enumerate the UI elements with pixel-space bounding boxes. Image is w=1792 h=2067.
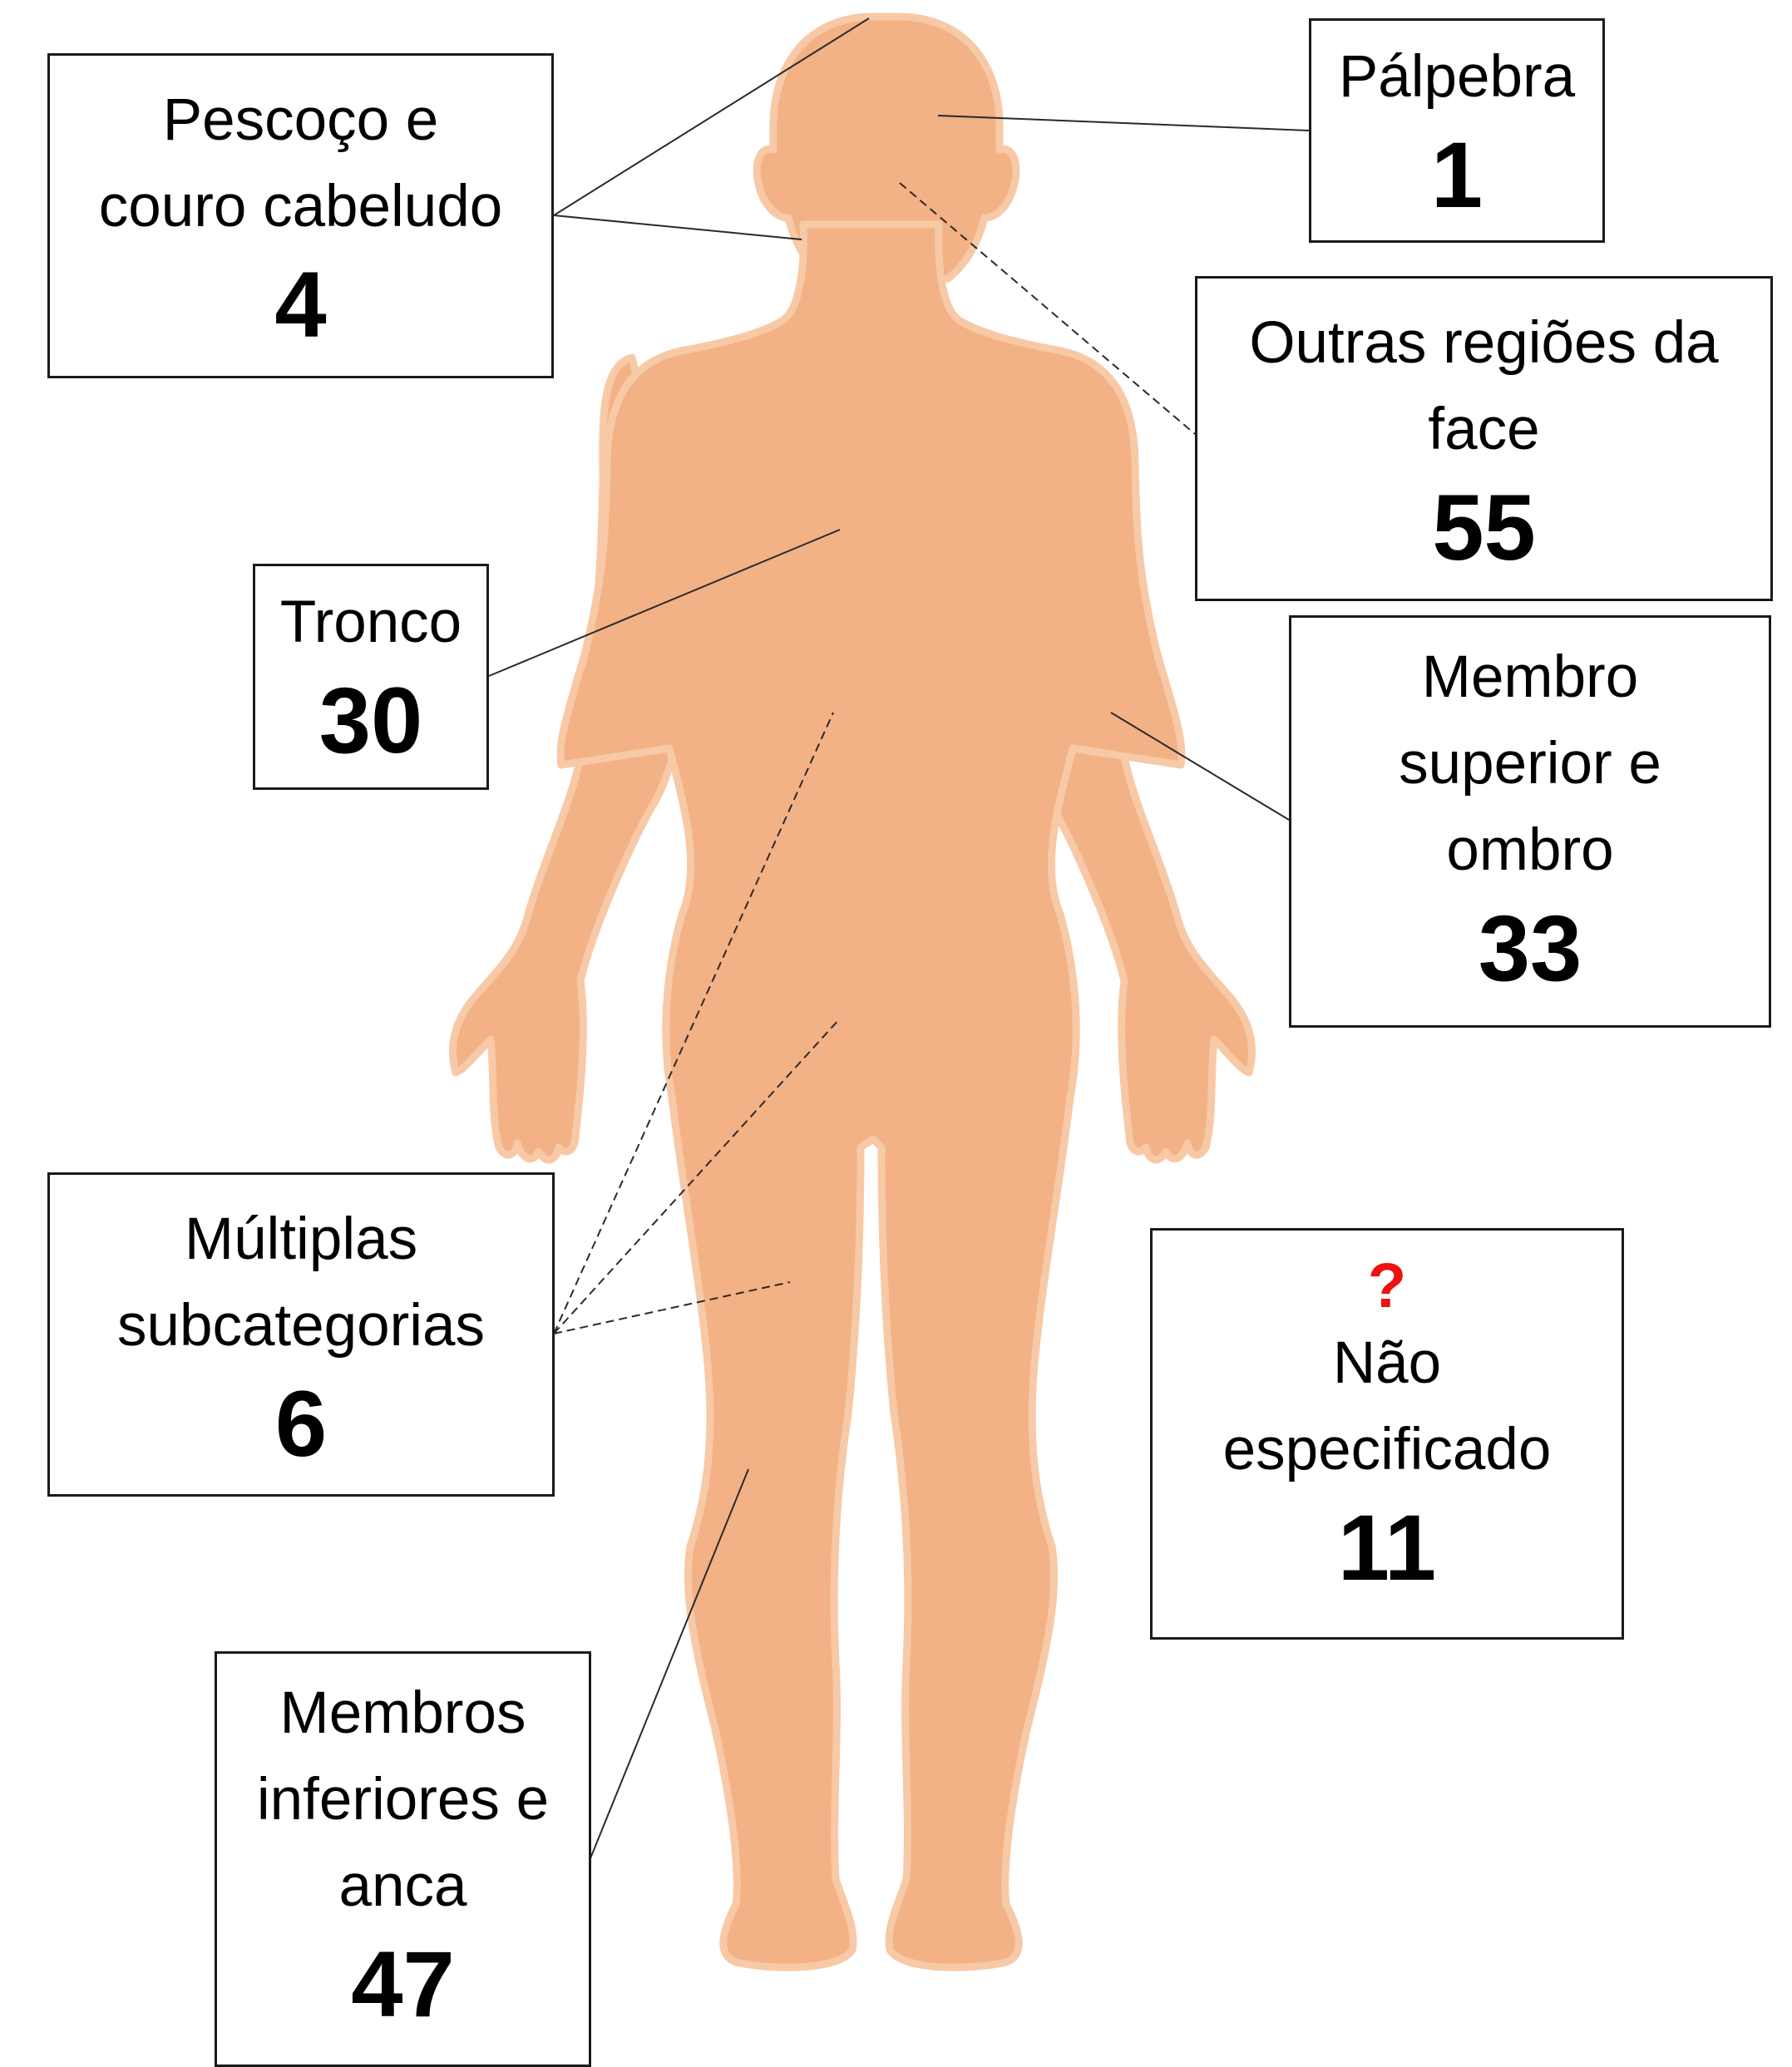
region-box-multiplas: Múltiplas subcategorias 6: [47, 1172, 555, 1497]
leader-lines: [488, 17, 1310, 1859]
region-box-nao-especificado: ? Não especificado 11: [1150, 1228, 1624, 1640]
region-label: Tronco: [279, 590, 462, 655]
region-box-pescoco: Pescoço e couro cabeludo 4: [47, 53, 554, 378]
region-label: Outras regiões da face: [1249, 310, 1719, 462]
region-box-tronco: Tronco 30: [253, 564, 489, 790]
leader-line-membro-superior: [1110, 712, 1290, 821]
region-box-palpebra: Pálpebra 1: [1309, 18, 1605, 243]
region-box-membros-inferiores: Membros inferiores e anca 47: [215, 1651, 591, 2067]
region-label: Pálpebra: [1338, 44, 1576, 110]
region-count: 55: [1432, 476, 1536, 580]
leader-line-multiplas-3: [553, 1281, 791, 1334]
leader-line-multiplas-2: [553, 1018, 841, 1334]
leader-line-multiplas-1: [553, 712, 834, 1334]
region-label: Membros inferiores e anca: [256, 1680, 550, 1919]
human-body-silhouette: [448, 12, 1256, 1971]
region-label: Pescoço e couro cabeludo: [98, 87, 503, 239]
leader-line-pescoco-neck: [553, 215, 802, 240]
region-count: 6: [274, 1372, 328, 1476]
leader-line-pescoco-head: [553, 17, 870, 216]
region-count: 1: [1430, 123, 1483, 227]
leader-line-palpebra: [937, 115, 1310, 131]
question-mark-icon: ?: [1367, 1251, 1407, 1321]
region-count: 11: [1337, 1496, 1437, 1600]
region-count: 4: [274, 253, 327, 357]
region-label: Múltiplas subcategorias: [116, 1206, 486, 1359]
region-box-membro-superior: Membro superior e ombro 33: [1289, 615, 1771, 1028]
region-label: Membro superior e ombro: [1399, 644, 1661, 883]
region-count: 47: [351, 1932, 455, 2036]
region-count: 30: [318, 668, 423, 772]
leader-line-membros-inferiores: [590, 1468, 749, 1859]
region-count: 33: [1478, 896, 1582, 1000]
leader-line-tronco: [488, 529, 841, 677]
region-box-outras-face: Outras regiões da face 55: [1195, 276, 1773, 601]
leader-line-outras-face: [899, 182, 1196, 435]
region-label: Não especificado: [1222, 1330, 1552, 1482]
